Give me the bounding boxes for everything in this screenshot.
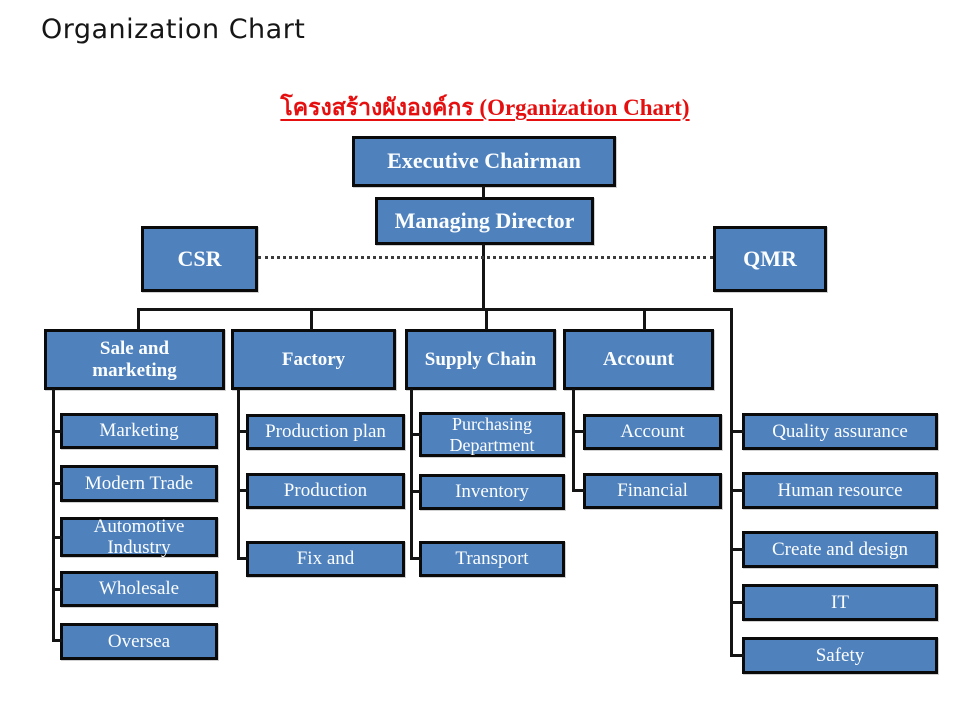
node-label: Purchasing Department	[449, 414, 535, 455]
node-label: Marketing	[99, 420, 179, 442]
connector-stub	[52, 430, 62, 433]
connector-stub	[237, 557, 248, 560]
connector-stub	[52, 482, 62, 485]
connector-spine-sale	[52, 389, 55, 641]
node-dept-supply-chain: Supply Chain	[405, 329, 556, 390]
connector-spine-account	[572, 389, 575, 491]
connector-stub	[52, 536, 62, 539]
node-label: CSR	[177, 245, 222, 271]
node-label: Account	[602, 348, 675, 371]
node-label: Fix and	[296, 548, 355, 570]
node-label: QMR	[743, 245, 797, 271]
node-safety: Safety	[742, 637, 938, 674]
node-automotive-industry: Automotive Industry	[60, 515, 218, 558]
node-label: Human resource	[777, 479, 903, 501]
connector-csr-qmr-dotted	[258, 256, 713, 259]
node-label: Production plan	[265, 421, 386, 443]
node-label: IT	[831, 591, 849, 613]
node-transport: Transport	[419, 541, 565, 577]
node-csr: CSR	[141, 226, 258, 292]
connector-spine-supply	[410, 389, 413, 560]
node-managing-director: Managing Director	[375, 197, 594, 245]
node-label: Transport	[455, 548, 529, 570]
node-purchasing-department: Purchasing Department	[419, 412, 565, 457]
node-create-and-design: Create and design	[742, 531, 938, 568]
node-fix-and: Fix and	[246, 541, 405, 577]
node-label: Create and design	[771, 538, 909, 560]
node-executive-chairman: Executive Chairman	[352, 136, 616, 187]
node-production: Production	[246, 473, 405, 509]
connector-stub	[730, 548, 744, 551]
connector-stub	[572, 430, 585, 433]
connector-horizontal-bar	[137, 308, 733, 311]
node-label: Executive Chairman	[387, 148, 581, 174]
page-title: Organization Chart	[41, 14, 306, 45]
node-dept-sale-and-marketing: Sale and marketing	[44, 329, 225, 390]
node-label: Wholesale	[98, 578, 180, 600]
connector-exec-to-md	[482, 186, 485, 198]
node-quality-assurance: Quality assurance	[742, 413, 938, 450]
node-dept-factory: Factory	[231, 329, 396, 390]
node-marketing: Marketing	[60, 413, 218, 449]
node-wholesale: Wholesale	[60, 571, 218, 607]
connector-stub	[572, 489, 585, 492]
node-oversea: Oversea	[60, 623, 218, 660]
node-label: Oversea	[107, 630, 171, 652]
node-label: Account	[620, 421, 685, 443]
connector-stub	[237, 430, 248, 433]
connector-stub	[730, 601, 744, 604]
connector-drop-sale	[137, 308, 140, 330]
node-label: Managing Director	[394, 207, 575, 233]
connector-stub	[410, 557, 421, 560]
node-qmr: QMR	[713, 226, 827, 292]
connector-drop-supply	[485, 308, 488, 330]
node-label: Inventory	[455, 481, 529, 503]
node-modern-trade: Modern Trade	[60, 465, 218, 502]
connector-spine-staff	[730, 308, 733, 656]
node-label: Supply Chain	[424, 348, 537, 370]
connector-stub	[52, 639, 62, 642]
connector-drop-account	[643, 308, 646, 330]
node-inventory: Inventory	[419, 474, 565, 510]
connector-stub	[410, 433, 421, 436]
node-account: Account	[583, 414, 722, 450]
connector-md-to-bar	[482, 244, 485, 310]
node-human-resource: Human resource	[742, 472, 938, 509]
connector-stub	[52, 588, 62, 591]
node-label: Financial	[617, 480, 688, 502]
chart-heading: โครงสร้างผังองค์กร (Organization Chart)	[280, 95, 690, 120]
node-label: Sale and marketing	[92, 338, 177, 381]
node-production-plan: Production plan	[246, 414, 405, 450]
node-label: Safety	[815, 644, 865, 666]
connector-stub	[410, 490, 421, 493]
connector-stub	[730, 430, 744, 433]
node-label: Factory	[281, 348, 346, 370]
connector-stub	[730, 489, 744, 492]
node-label: Automotive Industry	[93, 515, 185, 558]
node-financial: Financial	[583, 473, 722, 509]
node-label: Production	[283, 480, 368, 502]
node-dept-account: Account	[563, 329, 714, 390]
connector-stub	[237, 489, 248, 492]
connector-spine-factory	[237, 389, 240, 560]
node-label: Modern Trade	[84, 472, 194, 494]
connector-drop-factory	[310, 308, 313, 330]
connector-stub	[730, 654, 744, 657]
node-it: IT	[742, 584, 938, 621]
node-label: Quality assurance	[772, 420, 908, 442]
